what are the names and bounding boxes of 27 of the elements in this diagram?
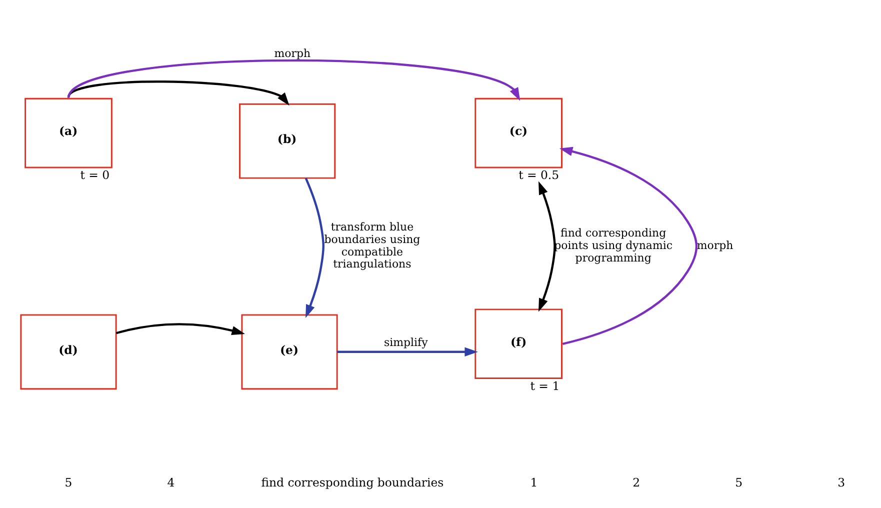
arrow xyxy=(558,146,698,345)
node-label: t = 0 xyxy=(80,168,110,182)
node-box: (a) xyxy=(24,98,112,168)
arrow xyxy=(336,347,478,356)
arrow xyxy=(67,59,520,101)
label: 3 xyxy=(837,475,845,490)
label: 5 xyxy=(734,475,742,490)
label: find corresponding boundaries xyxy=(260,475,444,490)
edge-label: simplify xyxy=(383,336,428,350)
arrow xyxy=(115,323,244,336)
edge-label: morph xyxy=(274,46,310,60)
label: 2 xyxy=(632,475,640,490)
arrow xyxy=(67,80,289,106)
label: 5 xyxy=(64,475,72,490)
edge-label: transform blue boundaries using compatible triangulations xyxy=(324,220,420,271)
arrow xyxy=(304,178,324,318)
label: 4 xyxy=(166,475,174,490)
node-box: (c) xyxy=(474,98,562,168)
node-label: t = 1 xyxy=(530,378,560,393)
node-box: (b) xyxy=(238,103,336,179)
edge-label: find corresponding points using dynamic programming xyxy=(554,226,672,264)
node-label: t = 0.5 xyxy=(518,168,559,182)
label: 1 xyxy=(530,475,538,490)
node-box: (e) xyxy=(240,314,338,390)
node-box: (d) xyxy=(20,314,116,390)
arrow xyxy=(538,181,556,312)
node-box: (f) xyxy=(474,308,562,379)
